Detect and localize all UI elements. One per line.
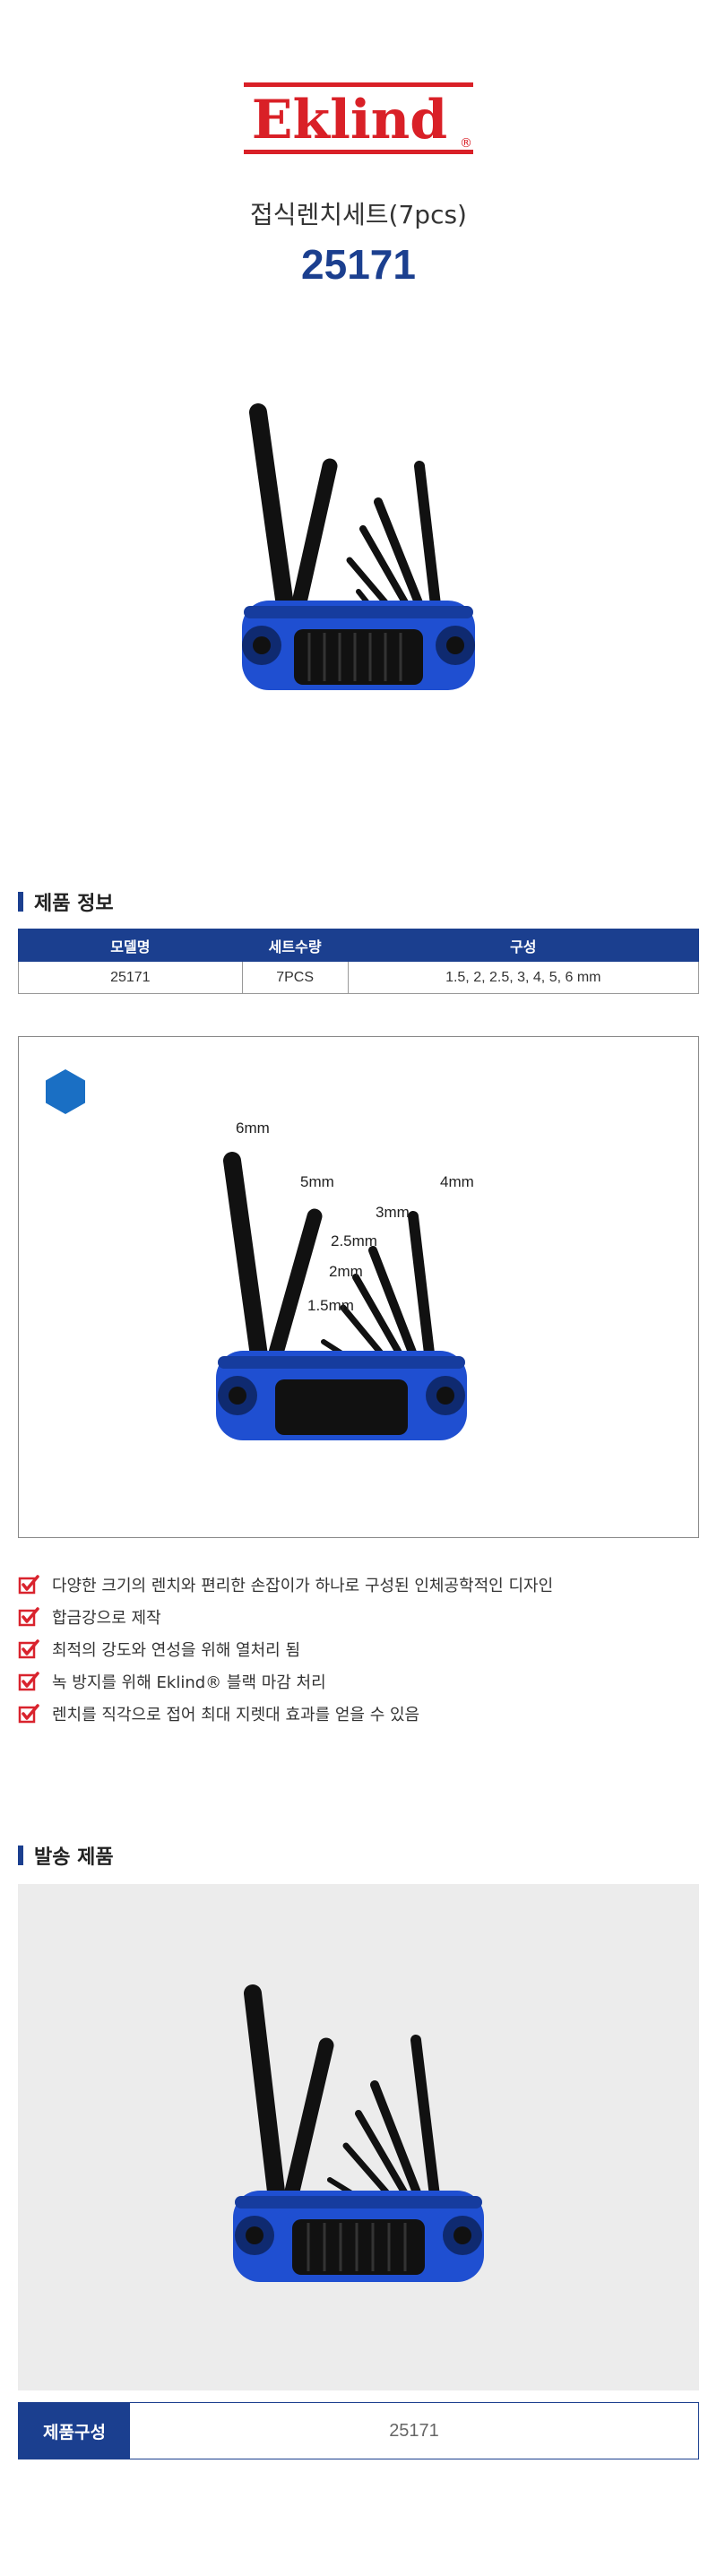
svg-text:Eklind: Eklind bbox=[252, 89, 447, 151]
spec-header-row: 모델명 세트수량 구성 bbox=[18, 929, 700, 962]
product-subtitle: 접식렌치세트(7pcs) bbox=[250, 200, 467, 229]
size-label-6mm: 6mm bbox=[236, 1119, 270, 1137]
feature-text: 렌치를 직각으로 접어 최대 지렛대 효과를 얻을 수 있음 bbox=[52, 1706, 420, 1725]
size-label-4mm: 4mm bbox=[440, 1173, 474, 1190]
list-item: 합금강으로 제작 bbox=[18, 1601, 699, 1633]
labeled-hex-key-image bbox=[216, 1152, 467, 1440]
product-model-number: 25171 bbox=[301, 241, 416, 288]
checkbox-check-icon bbox=[18, 1639, 39, 1659]
product-info-heading: 제품 정보 bbox=[18, 887, 114, 916]
checkbox-check-icon bbox=[18, 1575, 39, 1595]
table-row: 25171 7PCS 1.5, 2, 2.5, 3, 4, 5, 6 mm bbox=[18, 961, 700, 994]
heading-marker bbox=[18, 1846, 23, 1865]
list-item: 녹 방지를 위해 Eklind® 블랙 마감 처리 bbox=[18, 1665, 699, 1698]
composition-value: 25171 bbox=[389, 2420, 439, 2441]
feature-text: 다양한 크기의 렌치와 편리한 손잡이가 하나로 구성된 인체공학적인 디자인 bbox=[52, 1577, 554, 1595]
eklind-logo: Eklind ® bbox=[244, 82, 473, 154]
feature-text: 합금강으로 제작 bbox=[52, 1609, 161, 1628]
hexagon-icon bbox=[46, 1069, 85, 1114]
size-detail-panel: 6mm 5mm 4mm 3mm 2.5mm 2mm 1.5mm bbox=[18, 1036, 699, 1538]
spec-cell-model: 25171 bbox=[18, 961, 243, 994]
spec-header-quantity: 세트수량 bbox=[241, 929, 349, 962]
spec-cell-quantity: 7PCS bbox=[241, 961, 349, 994]
size-label-2mm: 2mm bbox=[329, 1263, 363, 1280]
shipping-heading: 발송 제품 bbox=[18, 1841, 114, 1870]
size-label-1-5mm: 1.5mm bbox=[307, 1297, 354, 1314]
shipped-hex-key-image bbox=[233, 1984, 484, 2282]
product-info-title: 제품 정보 bbox=[34, 893, 114, 915]
size-label-5mm: 5mm bbox=[300, 1173, 334, 1190]
composition-row: 제품구성 25171 bbox=[18, 2402, 699, 2459]
list-item: 다양한 크기의 렌치와 편리한 손잡이가 하나로 구성된 인체공학적인 디자인 bbox=[18, 1569, 699, 1601]
heading-marker bbox=[18, 892, 23, 912]
spec-cell-composition: 1.5, 2, 2.5, 3, 4, 5, 6 mm bbox=[347, 961, 700, 994]
size-label-3mm: 3mm bbox=[376, 1204, 410, 1221]
feature-text: 최적의 강도와 연성을 위해 열처리 됨 bbox=[52, 1641, 301, 1660]
svg-text:®: ® bbox=[460, 136, 472, 151]
composition-label: 제품구성 bbox=[19, 2403, 130, 2459]
checkbox-check-icon bbox=[18, 1704, 39, 1724]
shipping-title: 발송 제품 bbox=[34, 1846, 114, 1869]
list-item: 렌치를 직각으로 접어 최대 지렛대 효과를 얻을 수 있음 bbox=[18, 1698, 699, 1730]
spec-table: 모델명 세트수량 구성 25171 7PCS 1.5, 2, 2.5, 3, 4… bbox=[18, 929, 700, 994]
feature-list: 다양한 크기의 렌치와 편리한 손잡이가 하나로 구성된 인체공학적인 디자인 … bbox=[18, 1569, 699, 1730]
checkbox-check-icon bbox=[18, 1607, 39, 1627]
hex-key-set-image bbox=[242, 403, 475, 690]
checkbox-check-icon bbox=[18, 1672, 39, 1691]
list-item: 최적의 강도와 연성을 위해 열처리 됨 bbox=[18, 1633, 699, 1665]
shipped-product-panel bbox=[18, 1884, 699, 2390]
size-label-2-5mm: 2.5mm bbox=[331, 1232, 377, 1249]
feature-text: 녹 방지를 위해 Eklind® 블랙 마감 처리 bbox=[52, 1673, 326, 1692]
spec-header-model: 모델명 bbox=[18, 929, 243, 962]
spec-header-composition: 구성 bbox=[347, 929, 700, 962]
